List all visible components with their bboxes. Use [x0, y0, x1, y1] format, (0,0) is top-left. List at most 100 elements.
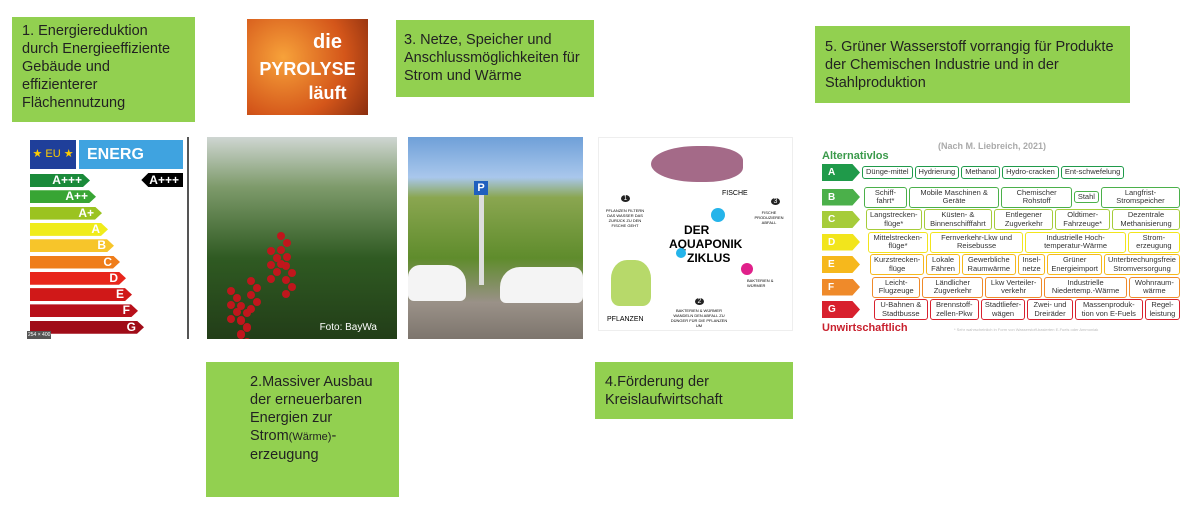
source-text: (Nach M. Liebreich, 2021): [938, 141, 1047, 151]
fish-image: [651, 146, 743, 182]
ladder-item: Schiff-fahrt*: [864, 186, 907, 208]
ladder-level: D: [822, 233, 860, 251]
ladder-item: Dezentrale Methanisierung: [1111, 209, 1180, 230]
berry: [288, 269, 296, 277]
energy-class-bar: G: [30, 321, 144, 334]
energy-class-bar: A+: [30, 207, 102, 220]
berry: [237, 317, 245, 325]
berry: [288, 283, 296, 291]
berry: [227, 301, 235, 309]
step-text: FISCHE PRODUZIEREN ABFALL: [754, 210, 784, 225]
car: [408, 265, 466, 301]
berry: [253, 298, 261, 306]
berry: [273, 268, 281, 276]
ladder-row-c: C Langstrecken-flüge*Küsten- & Binnenschi…: [822, 209, 1180, 230]
step-number: 3: [771, 198, 780, 205]
ladder-item: Gewerbliche Raumwärme: [961, 254, 1016, 275]
berry: [247, 291, 255, 299]
pyrolyse-text: die: [313, 31, 342, 53]
ladder-level: B: [822, 188, 860, 206]
step-number: 2: [695, 298, 704, 305]
ladder-level: C: [822, 211, 860, 228]
berry: [282, 290, 290, 298]
berry: [253, 284, 261, 292]
berry: [243, 338, 251, 339]
berry: [243, 309, 251, 317]
ladder-item: Regel-leistung: [1144, 299, 1180, 320]
goal-box-3: 3. Netze, Speicher und Anschlussmöglichk…: [396, 20, 594, 97]
ladder-item: Massenproduk-tion von E-Fuels: [1074, 299, 1143, 320]
ladder-item: Methanol: [961, 166, 1001, 179]
current-class-marker: A+++: [141, 173, 183, 187]
ladder-item: Lokale Fähren: [926, 254, 960, 275]
berry: [233, 308, 241, 316]
step-text: PFLANZEN FILTERN DAS WASSER DAS ZURÜCK Z…: [605, 208, 645, 228]
ladder-level: G: [822, 301, 860, 318]
ladder-item: Entlegener Zugverkehr: [994, 209, 1054, 230]
berry: [282, 262, 290, 270]
berry: [283, 239, 291, 247]
ladder-item: Zwei- und Dreiräder: [1027, 299, 1073, 320]
box2-text: -erzeugung: [250, 428, 337, 463]
berry: [282, 276, 290, 284]
berry: [277, 246, 285, 254]
label-fische: FISCHE: [722, 190, 748, 197]
berry: [267, 275, 275, 283]
berry: [237, 331, 245, 339]
ladder-item: Langstrecken-flüge*: [866, 209, 922, 230]
ladder-item: Chemischer Rohstoff: [1001, 186, 1072, 208]
eu-flag-icon: ★ EU ★: [30, 140, 76, 169]
energy-label-title: ENERG: [79, 140, 183, 169]
ladder-item: Ländlicher Zugverkehr: [922, 276, 983, 298]
ladder-item: Strom-erzeugung: [1127, 231, 1180, 253]
pyrolyse-image: die PYROLYSE läuft: [247, 19, 368, 115]
ladder-item: Insel-netze: [1017, 254, 1046, 275]
berry: [227, 287, 235, 295]
box2-small: (Wärme): [288, 431, 332, 443]
ev-charging-photo: P: [408, 137, 583, 339]
ladder-item: Küsten- & Binnenschifffahrt: [923, 209, 993, 230]
energy-class-bar: B: [30, 239, 114, 252]
charging-post: [479, 195, 484, 285]
berry: [283, 253, 291, 261]
ladder-item: U-Bahnen & Stadtbusse: [874, 299, 928, 320]
ladder-item: Dünge-mittel: [862, 166, 913, 179]
ladder-item: Industrielle Hoch-temperatur-Wärme: [1025, 231, 1126, 253]
ladder-item: Fernverkehr-Lkw und Reisebusse: [929, 231, 1024, 253]
title: DER: [684, 223, 710, 237]
goal-box-2: 2.Massiver Ausbau der erneuerbaren Energ…: [206, 362, 399, 497]
ladder-item: Brennstoff-zellen-Pkw: [929, 299, 979, 320]
lettuce-image: [611, 260, 651, 306]
top-label: Alternativlos: [822, 150, 889, 162]
bubble-icon: [711, 208, 725, 222]
car: [500, 267, 583, 303]
bacteria-image: [741, 263, 753, 275]
ladder-item: Lkw Verteiler-verkehr: [984, 276, 1043, 298]
energy-class-bar: C: [30, 256, 120, 269]
step-number: 1: [621, 195, 630, 202]
ladder-level: F: [822, 278, 860, 296]
ladder-item: Langfrist-Stromspeicher: [1100, 186, 1180, 208]
bottom-label: Unwirtschaftlich: [822, 322, 908, 334]
photo-credit: Foto: BayWa: [319, 322, 377, 333]
pyrolyse-text: läuft: [308, 83, 347, 103]
berry: [247, 277, 255, 285]
aquaponik-diagram: FISCHE DER AQUAPONIK ZIKLUS 1 PFLANZEN F…: [598, 137, 793, 331]
pyrolyse-text: PYROLYSE: [259, 59, 356, 79]
ladder-item: Industrielle Niedertemp.-Wärme: [1044, 276, 1127, 298]
bubble-icon: [676, 248, 686, 258]
hydrogen-ladder: (Nach M. Liebreich, 2021) Alternativlos …: [818, 137, 1180, 337]
title: AQUAPONIK: [669, 237, 743, 251]
energy-class-bar: D: [30, 272, 126, 285]
ladder-level: E: [822, 256, 860, 273]
energy-class-bar: A++: [30, 190, 96, 203]
berry: [267, 247, 275, 255]
ladder-level: A: [822, 164, 860, 181]
berry: [277, 232, 285, 240]
ladder-item: Wohnraum-wärme: [1128, 276, 1180, 298]
